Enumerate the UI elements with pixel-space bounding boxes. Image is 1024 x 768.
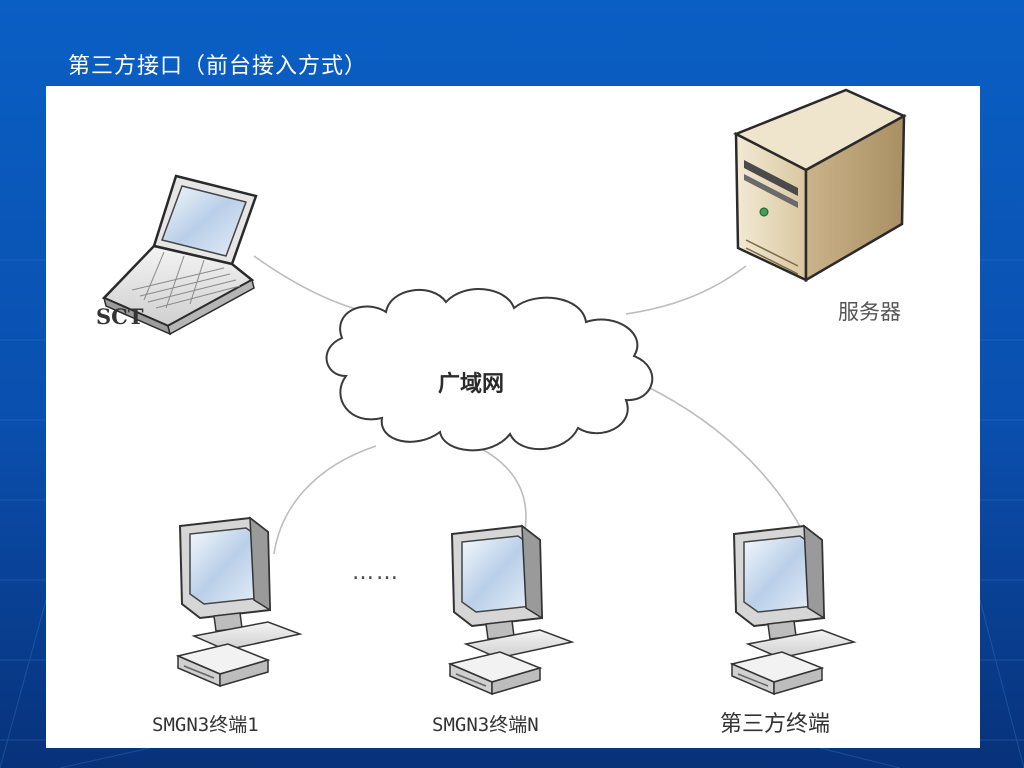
link-cloud-terminal1 <box>273 445 377 555</box>
label-third-party-terminal: 第三方终端 <box>720 712 831 737</box>
link-server-cloud <box>625 265 747 315</box>
label-sct: SCT <box>96 304 144 329</box>
ellipsis-label: …… <box>352 560 400 585</box>
link-laptop-cloud <box>253 255 377 315</box>
desktop-computer-icon <box>449 525 573 695</box>
slide-title: 第三方接口（前台接入方式） <box>68 54 368 79</box>
cloud-icon <box>325 288 654 452</box>
network-diagram <box>101 88 907 695</box>
laptop-icon <box>101 174 258 336</box>
desktop-computer-icon <box>177 517 301 687</box>
label-wan: 广域网 <box>438 371 505 397</box>
desktop-computer-icon <box>731 525 855 695</box>
label-terminal-1: SMGN3终端1 <box>152 714 259 736</box>
link-cloud-terminalN <box>475 445 527 537</box>
label-terminal-n: SMGN3终端N <box>432 714 539 736</box>
server-icon <box>732 88 907 283</box>
diagram-panel: SCT 服务器 广域网 …… SMGN3终端1 SMGN3终端N 第三方终端 <box>46 86 980 748</box>
label-server: 服务器 <box>838 300 901 324</box>
